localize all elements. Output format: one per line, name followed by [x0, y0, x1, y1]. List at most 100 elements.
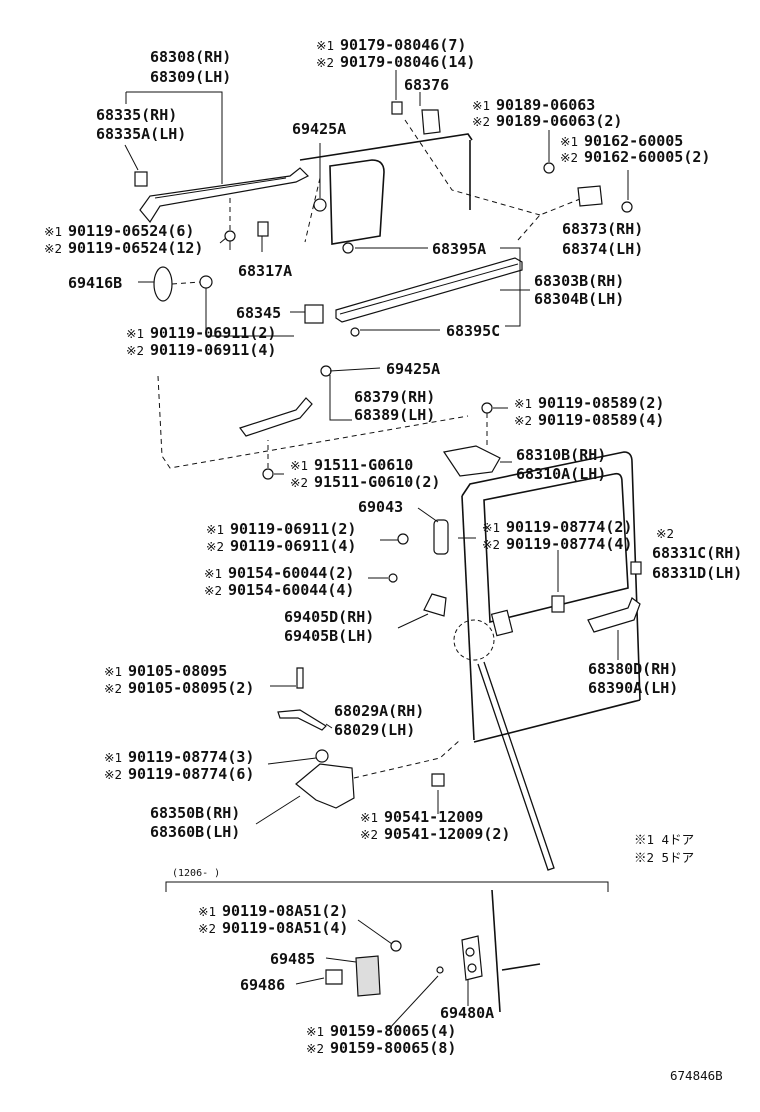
screw-90162 [621, 201, 633, 213]
stopper-69425A-mid [320, 365, 332, 377]
nut-90189 [543, 162, 555, 174]
pad-69486 [325, 969, 343, 985]
label-69405B: 69405B(LH) [284, 627, 374, 645]
label-90179-1: 90179-08046(7) [340, 36, 466, 54]
guide-line-2 [404, 119, 541, 216]
label-90119-06911b-1: 90119-06911(2) [230, 520, 356, 538]
label-90159-1: 90159-80065(4) [330, 1022, 456, 1040]
bracket-68317A [257, 221, 269, 237]
door-glass [483, 472, 629, 624]
mark2: ※2 [104, 767, 122, 782]
label-68331C: 68331C(RH) [652, 544, 742, 562]
label-90105-1: 90105-08095 [128, 662, 227, 680]
label-90162-1: 90162-60005 [584, 132, 683, 150]
guide-line-3 [517, 194, 591, 241]
guide-line [304, 177, 321, 243]
pad-69043 [433, 519, 449, 555]
label-90154-1: 90154-60044(2) [228, 564, 354, 582]
label-69043: 69043 [358, 498, 403, 516]
mark1: ※1 [204, 566, 222, 581]
label-90189-1: 90189-06063 [496, 96, 595, 114]
mark1: ※1 [316, 38, 334, 53]
door-body-outline [461, 451, 641, 701]
rail-68379 [239, 397, 313, 437]
mark1: ※1 [104, 664, 122, 679]
door-outline-lower [157, 375, 469, 469]
leader-90119-08774b [267, 757, 317, 765]
mark1: ※1 [306, 1024, 324, 1039]
label-90119-06524-1: 90119-06524(6) [68, 222, 194, 240]
leader-69485 [325, 957, 357, 963]
bracket-68376 [421, 109, 441, 135]
drawing-layer [124, 70, 642, 1031]
mark1: ※1 [104, 750, 122, 765]
label-69405D: 69405D(RH) [284, 608, 374, 626]
label-68310B: 68310B(RH) [516, 446, 606, 464]
bracket-69405D [423, 593, 447, 617]
label-91511-1: 91511-G0610 [314, 456, 413, 474]
leader-68335 [124, 144, 139, 171]
mark1: ※1 [198, 904, 216, 919]
mark2: ※2 [198, 921, 216, 936]
label-68335A: 68335A(LH) [96, 125, 186, 143]
leader-69486 [295, 977, 325, 985]
leader-68029A [325, 723, 333, 729]
upper-rail [139, 167, 310, 224]
screw-90159 [436, 966, 444, 974]
label-68029: 68029(LH) [334, 721, 415, 739]
label-90159-2: 90159-80065(8) [330, 1039, 456, 1057]
mark2: ※2 [44, 241, 62, 256]
bumper-69485 [355, 955, 381, 997]
bolt-91511 [262, 468, 274, 480]
legend-2: ※2 5ドア [634, 850, 694, 865]
leader-90159 [387, 975, 439, 1031]
mark1: ※1 [514, 396, 532, 411]
label-90154-2: 90154-60044(4) [228, 581, 354, 599]
label-69480A: 69480A [440, 1004, 494, 1022]
label-90119-08A51-2: 90119-08A51(4) [222, 919, 348, 937]
detail-pointer [477, 661, 555, 871]
screw-90154 [388, 573, 398, 583]
mark2: ※2 [560, 150, 578, 165]
label-68317A: 68317A [238, 262, 292, 280]
mark2: ※2 [514, 413, 532, 428]
door-body-edge [461, 495, 475, 741]
rail-detail [154, 177, 287, 199]
mark1: ※1 [472, 98, 490, 113]
mark1: ※1 [560, 134, 578, 149]
roller-rail-68303B [335, 257, 523, 323]
label-68310A: 68310A(LH) [516, 465, 606, 483]
clip-68335 [134, 171, 148, 187]
label-90179-2: 90179-08046(14) [340, 53, 475, 71]
mark2: ※2 [206, 539, 224, 554]
mark1: ※1 [44, 224, 62, 239]
striker-hole-2 [467, 963, 477, 973]
hinge-68310B [442, 445, 501, 477]
label-68029A: 68029A(RH) [334, 702, 424, 720]
label-68350B: 68350B(RH) [150, 804, 240, 822]
label-90541-2: 90541-12009(2) [384, 825, 510, 843]
bolt-90179 [391, 101, 403, 115]
label-68389: 68389(LH) [354, 406, 435, 424]
label-69425A-top: 69425A [292, 120, 346, 138]
leader-90119-06911 [205, 288, 294, 337]
mark1: ※1 [360, 810, 378, 825]
note2-mark: ※2 [656, 526, 674, 541]
leader-69425A-mid [329, 367, 381, 372]
mark2: ※2 [482, 537, 500, 552]
leader-69405D [397, 613, 429, 629]
leader-68395A-b [500, 247, 521, 327]
mark2: ※2 [126, 343, 144, 358]
bolt-90119-08A51 [390, 940, 402, 952]
cap-68395A [342, 242, 354, 254]
bolt-90119-08774b [315, 749, 329, 763]
door-handle-recess [490, 609, 514, 637]
label-68395A: 68395A [432, 240, 486, 258]
detail-door-edge [491, 889, 501, 1013]
detail-door-sill [501, 963, 541, 971]
plate-68345 [304, 304, 324, 324]
label-68309: 68309(LH) [150, 68, 231, 86]
label-69416B: 69416B [68, 274, 122, 292]
bracket-68373 [577, 185, 603, 207]
